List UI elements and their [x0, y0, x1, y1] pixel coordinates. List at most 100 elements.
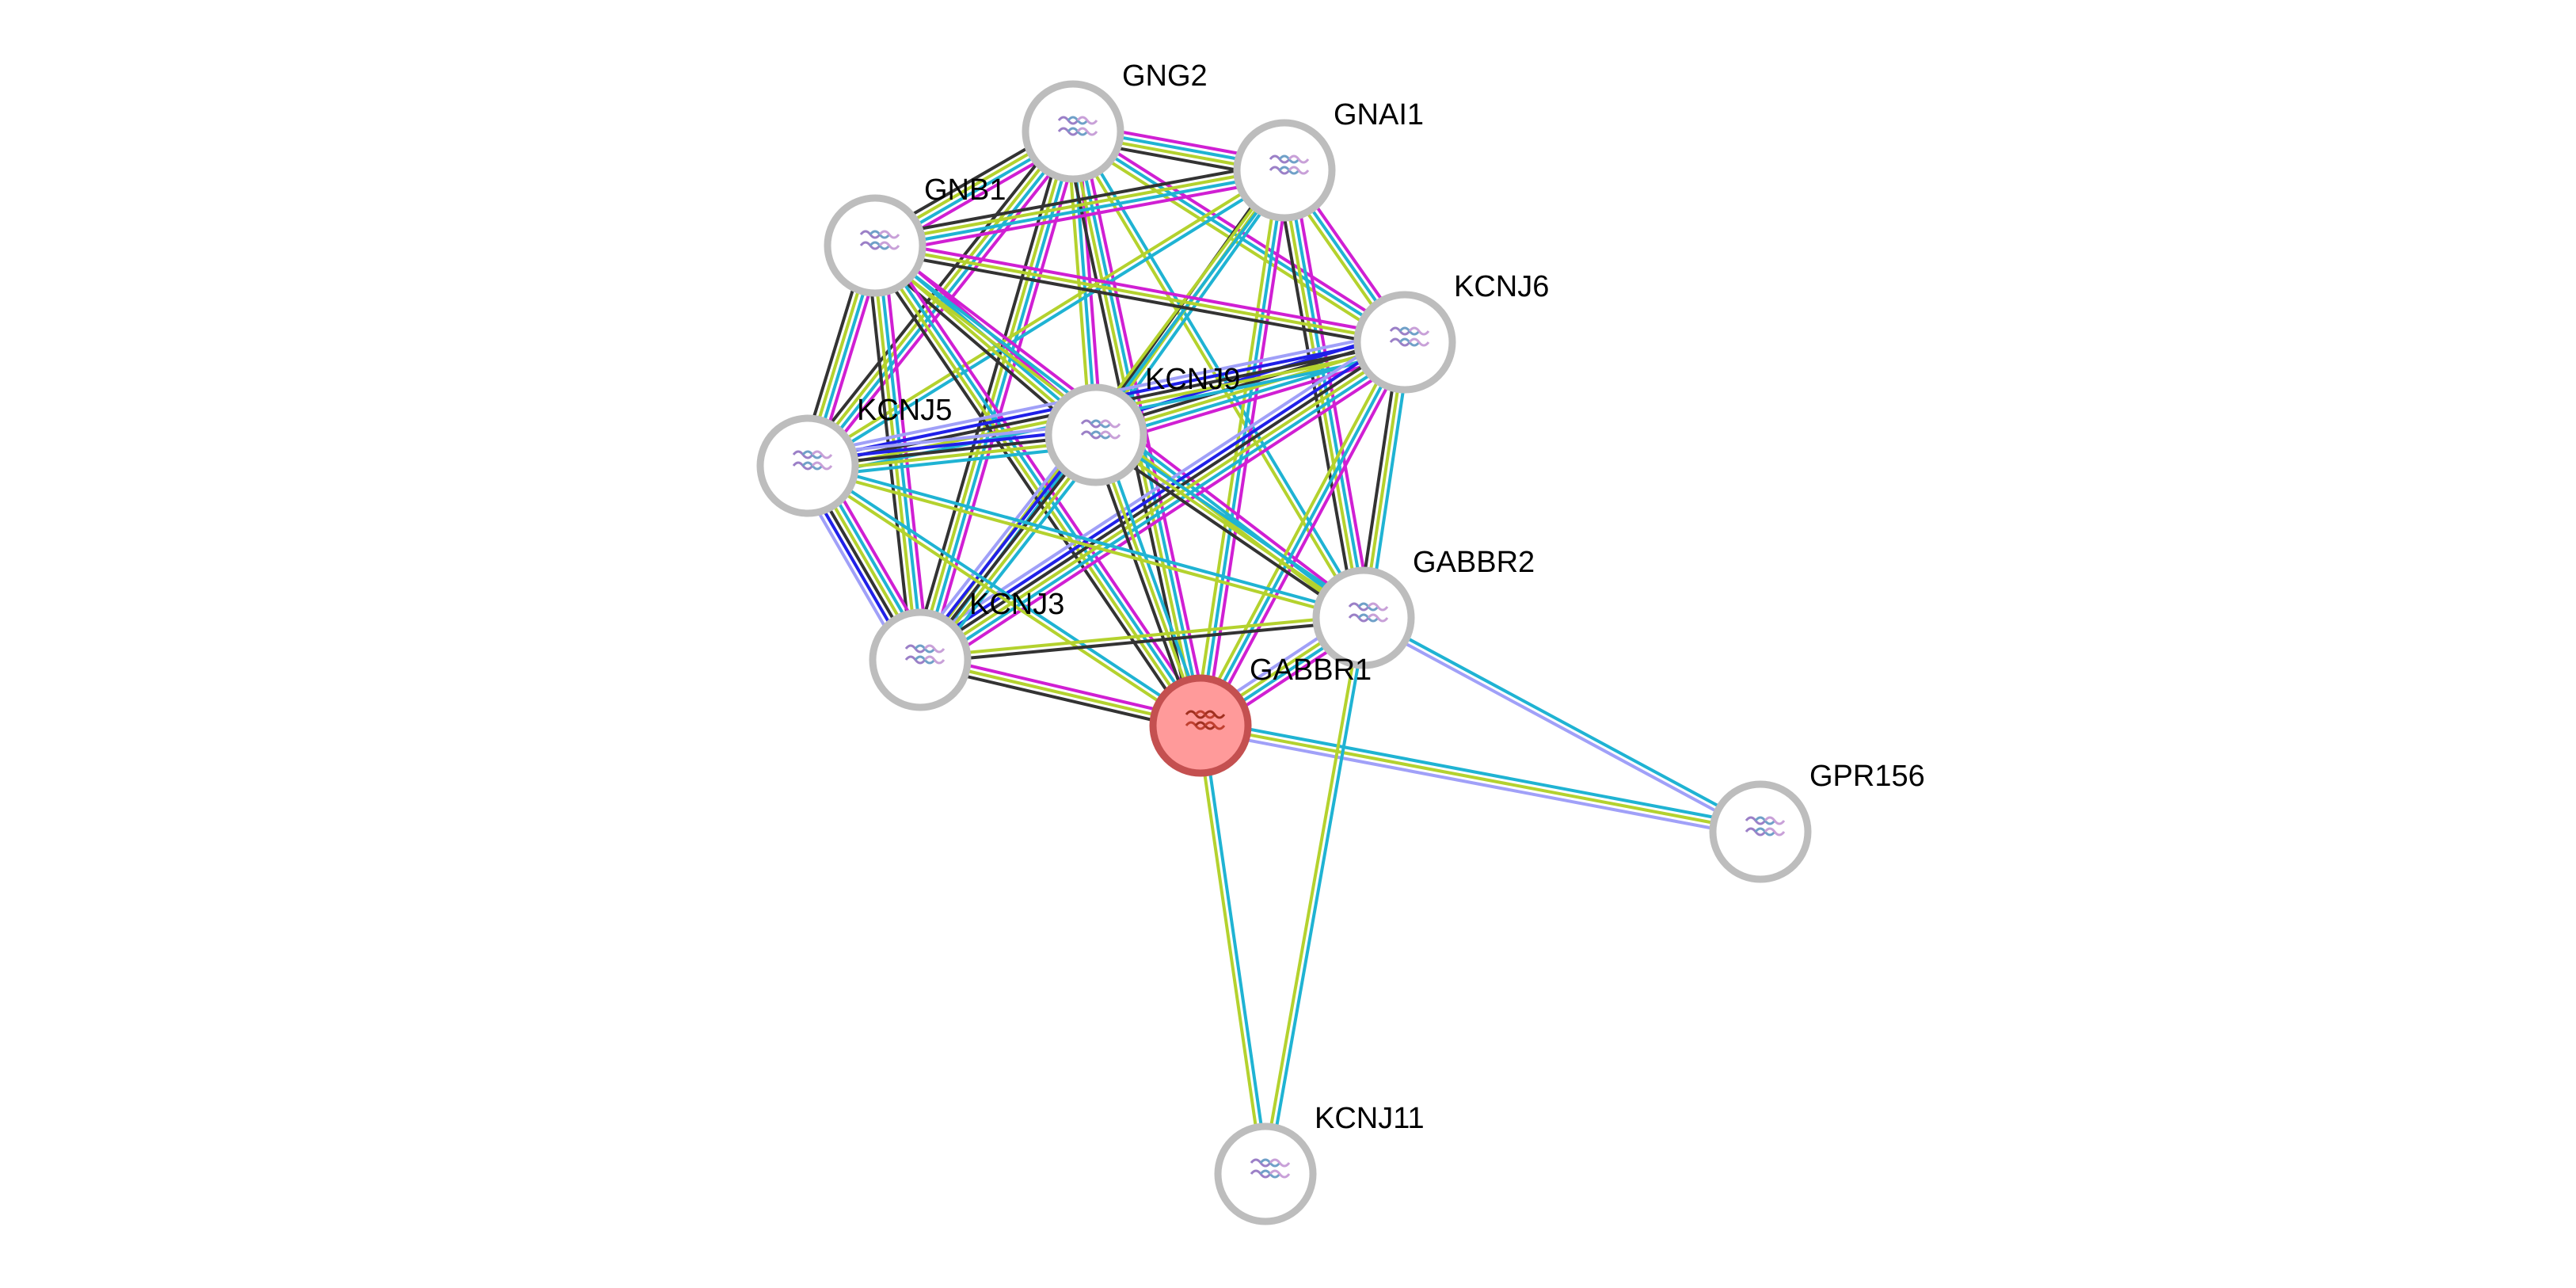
- node-kcnj9[interactable]: KCNJ9: [1044, 363, 1240, 486]
- node-kcnj11[interactable]: KCNJ11: [1214, 1102, 1425, 1225]
- edge-strand-textmining: [1200, 724, 1761, 833]
- edge-strand-databases: [1201, 725, 1270, 1174]
- edge-strand-textmining: [874, 166, 1284, 245]
- node-label: GNAI1: [1334, 98, 1424, 131]
- edge-strand-databases: [1199, 341, 1406, 726]
- node-kcnj5[interactable]: KCNJ5: [756, 394, 952, 517]
- node-label: KCNJ5: [857, 394, 952, 427]
- edge-strand-databases: [1364, 614, 1763, 831]
- edge-gabbr2-kcnj11[interactable]: [1261, 617, 1368, 1175]
- node-gabbr1[interactable]: GABBR1: [1149, 654, 1372, 777]
- edge-strand-databases: [808, 171, 1287, 470]
- protein-structure-icon: [1250, 1158, 1291, 1179]
- node-circle[interactable]: [824, 194, 927, 297]
- node-gnai1[interactable]: GNAI1: [1233, 98, 1424, 222]
- edge-kcnj9-gabbr1[interactable]: [1089, 432, 1208, 729]
- edge-strand-textmining: [1094, 434, 1202, 726]
- node-circle[interactable]: [1214, 1122, 1317, 1225]
- node-label: KCNJ3: [969, 588, 1064, 621]
- protein-structure-icon: [1389, 326, 1430, 347]
- edge-strand-homology: [1361, 619, 1760, 836]
- edge-strand-textmining: [919, 613, 1364, 659]
- node-gng2[interactable]: GNG2: [1022, 59, 1208, 183]
- node-label: KCNJ11: [1315, 1102, 1425, 1135]
- edge-kcnj5-gabbr2[interactable]: [806, 461, 1365, 623]
- protein-structure-icon: [1185, 710, 1226, 730]
- edge-strand-coexpression: [873, 249, 1405, 349]
- node-label: GNB1: [924, 173, 1006, 207]
- edge-strand-textmining: [1261, 617, 1363, 1174]
- edge-strand-experiments: [927, 352, 1414, 673]
- node-label: GPR156: [1809, 760, 1925, 793]
- edge-strand-textmining: [805, 467, 1200, 730]
- edge-strand-experiments: [1098, 351, 1409, 448]
- edge-kcnj3-gabbr2[interactable]: [919, 613, 1364, 665]
- node-circle[interactable]: [869, 608, 972, 711]
- node-kcnj6[interactable]: KCNJ6: [1353, 270, 1549, 394]
- edge-strand-databases: [1199, 170, 1286, 726]
- edge-strand-experiments: [875, 238, 1406, 339]
- edge-gabbr1-kcnj11[interactable]: [1196, 725, 1270, 1175]
- node-kcnj3[interactable]: KCNJ3: [869, 588, 1064, 711]
- nodes-layer: GNG2GNAI1GNB1KCNJ6KCNJ9KCNJ5GABBR2KCNJ3G…: [756, 59, 1925, 1225]
- edge-kcnj6-kcnj3[interactable]: [911, 329, 1414, 673]
- edge-strand-experiments: [1204, 344, 1411, 730]
- node-gnb1[interactable]: GNB1: [824, 173, 1006, 297]
- node-gabbr2[interactable]: GABBR2: [1312, 546, 1535, 669]
- edge-gabbr2-gpr156[interactable]: [1361, 614, 1763, 836]
- node-circle[interactable]: [1044, 383, 1147, 486]
- edge-kcnj5-gabbr1[interactable]: [805, 462, 1204, 730]
- edge-gnai1-gnb1[interactable]: [873, 160, 1287, 256]
- node-circle[interactable]: [1353, 291, 1456, 394]
- edge-strand-coexpression: [917, 338, 1405, 659]
- edge-strand-homology: [911, 329, 1398, 650]
- edge-kcnj6-gabbr1[interactable]: [1194, 338, 1411, 730]
- protein-structure-icon: [1348, 602, 1389, 623]
- protein-structure-icon: [1745, 816, 1786, 836]
- edge-strand-databases: [808, 462, 1204, 725]
- edge-strand-databases: [1266, 618, 1368, 1175]
- node-label: GNG2: [1122, 59, 1208, 93]
- edge-strand-coexpression: [866, 249, 1195, 732]
- node-circle[interactable]: [1233, 119, 1336, 222]
- edge-strand-databases: [1099, 432, 1208, 725]
- edge-strand-textmining: [874, 244, 1406, 344]
- edge-strand-textmining: [871, 246, 1200, 729]
- node-circle[interactable]: [756, 414, 859, 517]
- edge-kcnj9-gabbr2[interactable]: [1091, 429, 1368, 624]
- edge-strand-textmining: [806, 467, 1364, 623]
- edge-gnb1-gabbr1[interactable]: [866, 239, 1209, 732]
- edge-gabbr1-gpr156[interactable]: [1199, 718, 1762, 839]
- node-label: GABBR2: [1413, 546, 1535, 579]
- protein-structure-icon: [1057, 116, 1098, 136]
- node-gpr156[interactable]: GPR156: [1709, 760, 1925, 883]
- edge-strand-databases: [1098, 429, 1368, 615]
- edge-strand-textmining: [1194, 338, 1402, 724]
- edge-strand-textmining: [915, 130, 1072, 660]
- edge-strand-databases: [808, 461, 1365, 617]
- protein-structure-icon: [859, 230, 900, 250]
- edge-strand-coexpression: [920, 619, 1364, 665]
- node-label: GABBR1: [1250, 654, 1372, 687]
- edge-strand-databases: [875, 171, 1285, 250]
- edge-strand-homology: [1199, 729, 1760, 839]
- edge-strand-textmining: [1196, 726, 1265, 1175]
- edge-strand-coexpression: [873, 160, 1284, 239]
- node-label: KCNJ9: [1145, 363, 1240, 396]
- node-circle[interactable]: [1709, 780, 1812, 883]
- protein-structure-icon: [904, 644, 946, 665]
- edge-strand-databases: [1285, 170, 1368, 618]
- query-node-circle[interactable]: [1149, 674, 1252, 777]
- node-circle[interactable]: [1022, 80, 1124, 183]
- protein-structure-icon: [1080, 419, 1121, 440]
- edge-strand-databases: [876, 242, 1204, 726]
- edge-strand-coexpression: [1089, 436, 1197, 729]
- protein-structure-icon: [792, 450, 833, 471]
- edge-gnb1-kcnj6[interactable]: [873, 238, 1406, 349]
- node-circle[interactable]: [1312, 566, 1415, 669]
- node-label: KCNJ6: [1454, 270, 1549, 303]
- edge-strand-databases: [1200, 718, 1762, 829]
- edge-strand-experiments: [876, 177, 1287, 256]
- edge-strand-coexpression: [1091, 438, 1362, 624]
